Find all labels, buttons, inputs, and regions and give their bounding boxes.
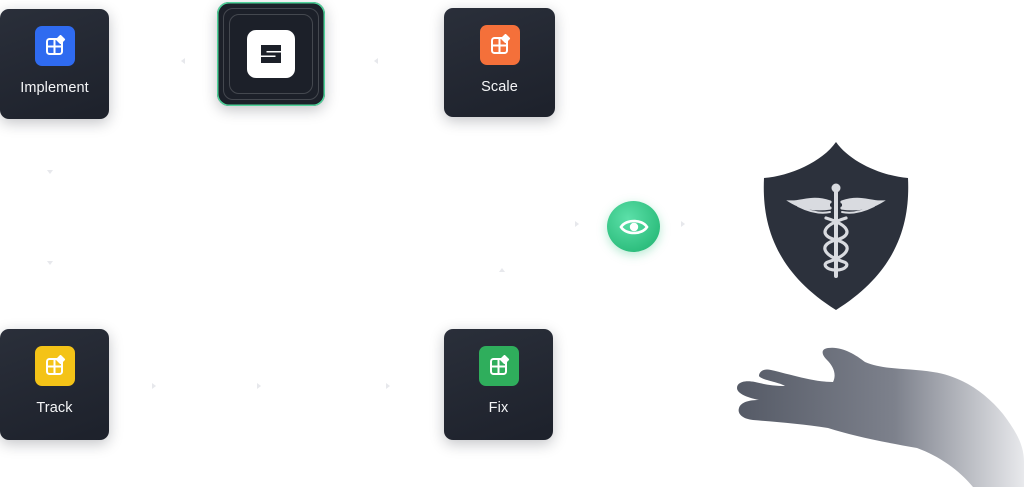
connector-arrow-right [681, 221, 685, 227]
caduceus-icon [786, 183, 886, 278]
logo-ring-outer [223, 8, 319, 100]
track-app-icon [34, 346, 75, 386]
s-logo-icon [247, 30, 295, 78]
health-shield [763, 142, 909, 310]
node-fix-label: Fix [488, 400, 509, 416]
logo-ring-inner [229, 14, 313, 94]
connector-arrow-left [181, 58, 185, 64]
product-logo-card [217, 2, 325, 106]
node-scale-label: Scale [481, 79, 518, 95]
connector-arrow-right [152, 383, 156, 389]
fix-app-icon [478, 346, 519, 386]
node-scale[interactable]: Scale [444, 8, 555, 117]
open-hand-icon [737, 347, 1024, 487]
implement-app-icon [34, 26, 75, 66]
node-fix[interactable]: Fix [444, 329, 553, 440]
connector-arrow-left [374, 58, 378, 64]
node-track[interactable]: Track [0, 329, 109, 440]
eye-icon [618, 219, 649, 234]
node-implement-label: Implement [20, 80, 89, 96]
scale-app-icon [479, 25, 520, 65]
connector-arrow-right [257, 383, 261, 389]
connector-arrow-down [47, 170, 53, 174]
monitor-eye-button[interactable] [607, 201, 660, 252]
connector-arrow-right [575, 221, 579, 227]
node-track-label: Track [36, 400, 73, 416]
connector-arrow-up [499, 268, 505, 272]
connector-arrow-right [386, 383, 390, 389]
connector-arrow-down [47, 261, 53, 265]
node-implement[interactable]: Implement [0, 9, 109, 119]
